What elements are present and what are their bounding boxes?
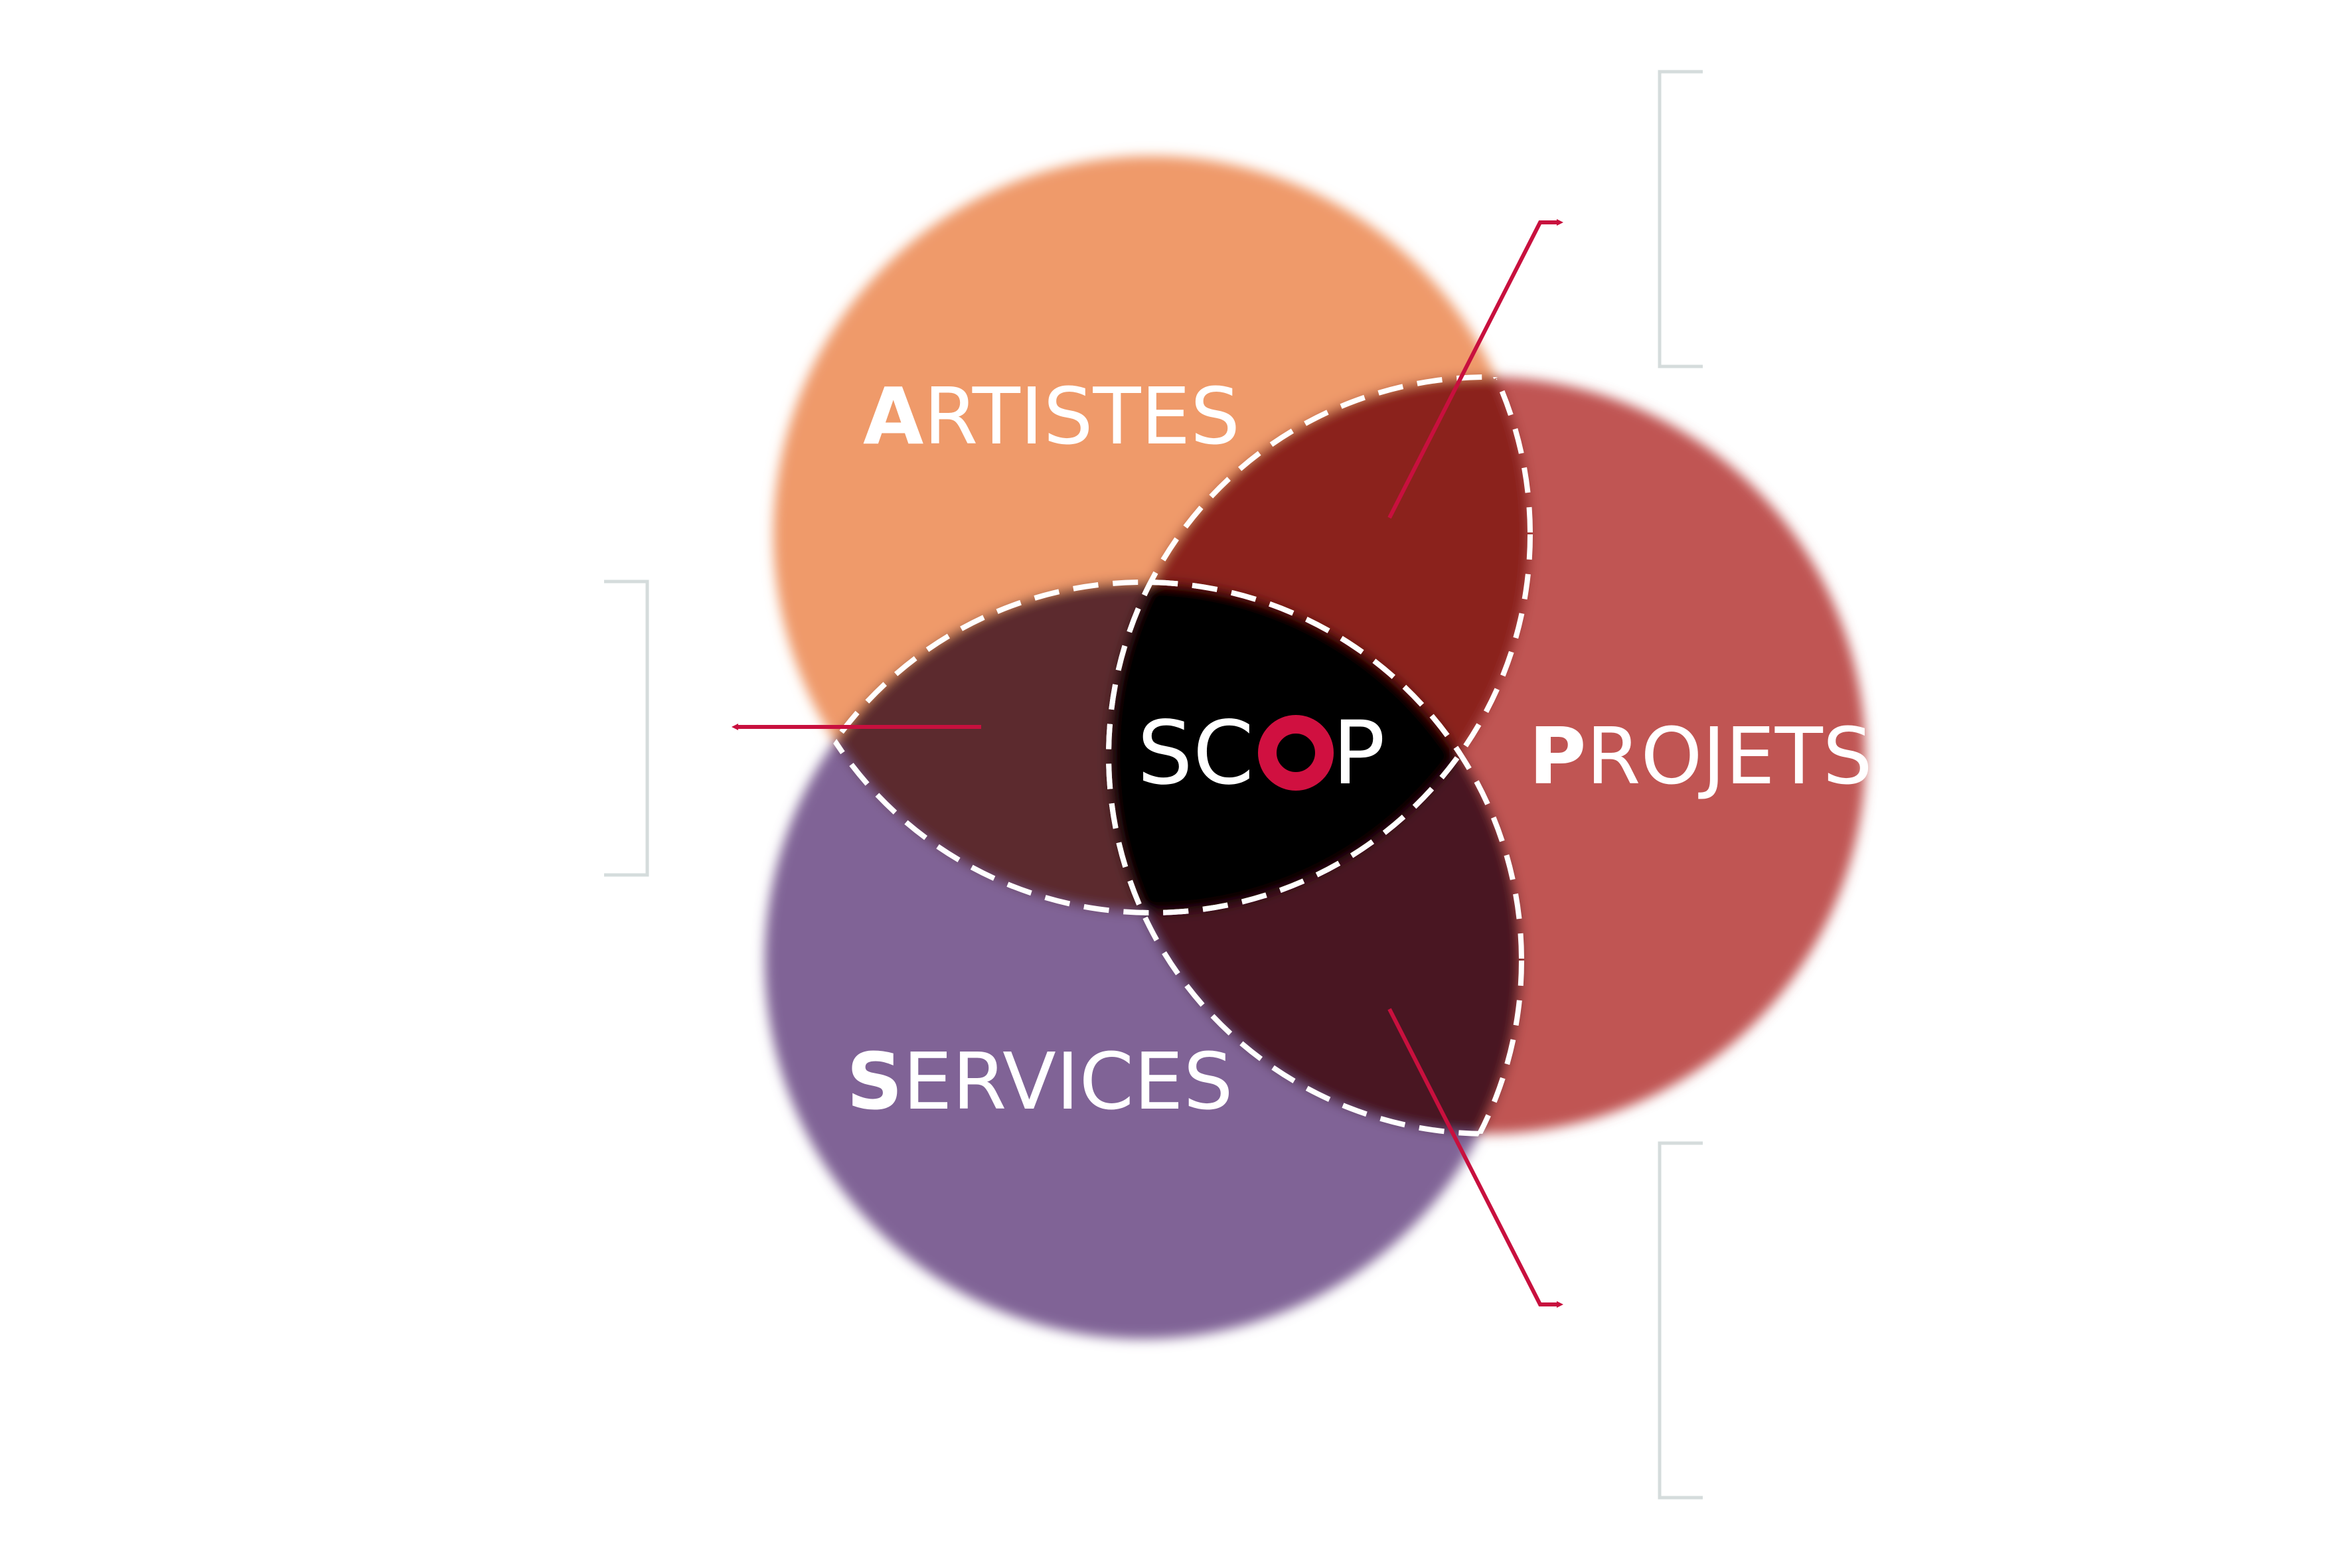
bracket-top-right (1658, 70, 1703, 368)
label-scop: SC O P (1137, 702, 1385, 805)
label-scop-sc: SC (1137, 702, 1254, 805)
overlap-center (1109, 582, 1522, 913)
label-projets-rest: ROJETS (1586, 710, 1872, 802)
label-artistes-initial: A (863, 370, 923, 462)
dashed-outline-services-in-projets (1109, 580, 1524, 1134)
label-projets-initial: P (1529, 710, 1586, 802)
dashed-outline-artistes-in-projets (1109, 377, 1533, 915)
label-services-rest: ERVICES (903, 1036, 1233, 1127)
label-projets: PROJETS (1529, 710, 1873, 802)
bracket-bottom-right (1658, 1141, 1703, 1500)
label-services-initial: S (846, 1036, 903, 1127)
label-artistes: ARTISTES (863, 370, 1240, 462)
label-services: SERVICES (846, 1036, 1233, 1127)
scop-o-ring (1258, 715, 1334, 791)
bracket-left (604, 580, 649, 877)
arrow-to-bottom-right (1387, 1008, 1563, 1308)
label-scop-p: P (1332, 702, 1385, 805)
arrow-to-top-right (1387, 219, 1563, 519)
label-artistes-rest: RTISTES (923, 370, 1240, 462)
